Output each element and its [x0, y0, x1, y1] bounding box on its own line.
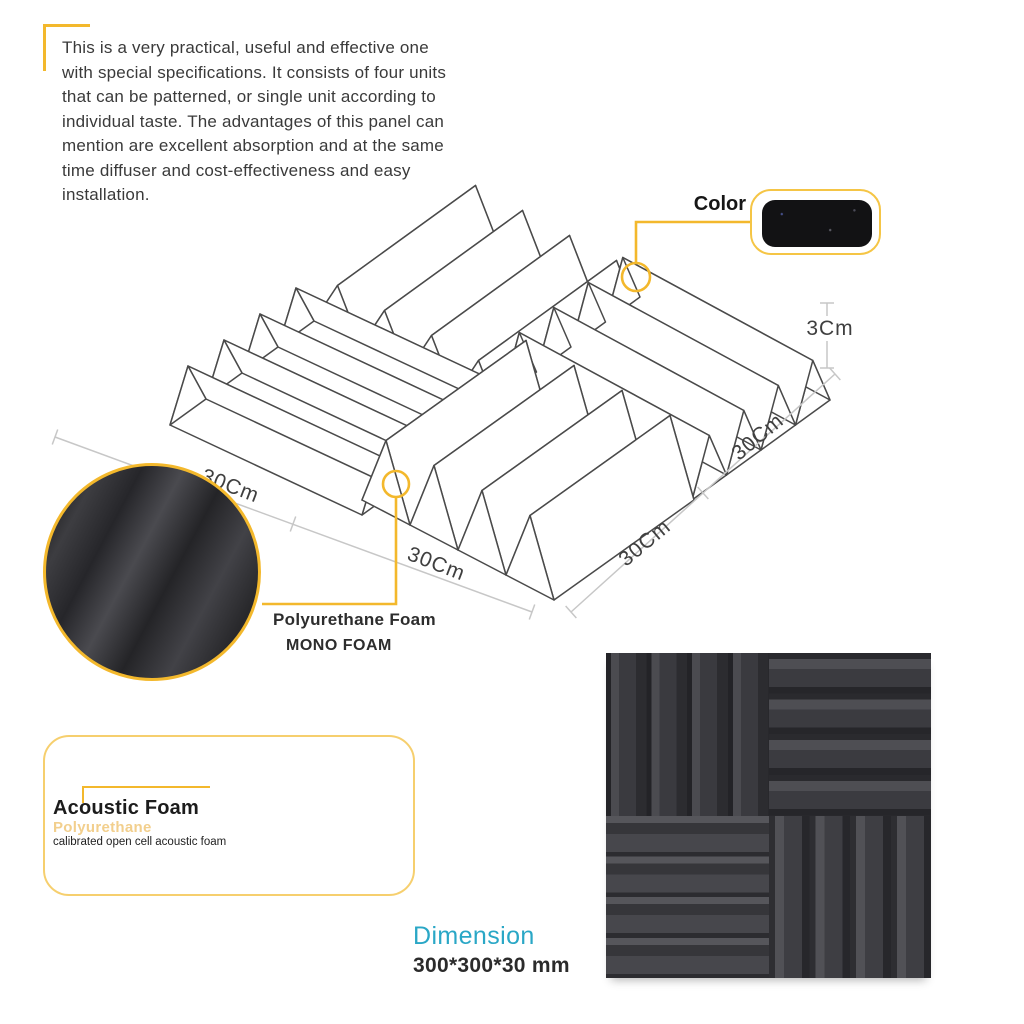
corner-bracket-icon	[43, 24, 90, 71]
acoustic-foam-box	[43, 735, 415, 896]
detail-connector-line	[262, 497, 398, 606]
annotations	[262, 220, 752, 606]
intro-paragraph: This is a very practical, useful and eff…	[62, 38, 447, 204]
photo-panel-top-left	[606, 653, 769, 816]
dim-label-height: 3Cm	[806, 317, 853, 340]
detail-callout: Polyurethane Foam MONO FOAM	[273, 610, 436, 655]
foam-closeup-photo	[43, 463, 261, 681]
photo-panel-top-right	[768, 653, 931, 816]
dimension-title: Dimension	[413, 922, 535, 950]
foam-box-caption: calibrated open cell acoustic foam	[53, 836, 227, 848]
dimension-value: 300*300*30 mm	[413, 954, 570, 977]
foam-box-subtitle: Polyurethane	[53, 819, 152, 836]
dimension-caption: Dimension 300*300*30 mm	[413, 922, 570, 978]
photo-panel-bottom-left	[606, 815, 769, 978]
material-sublabel: MONO FOAM	[286, 637, 392, 654]
foam-box-title: Acoustic Foam	[53, 797, 199, 819]
photo-panel-bottom-right	[768, 815, 931, 978]
color-connector-line	[634, 220, 752, 262]
material-label: Polyurethane Foam	[273, 610, 436, 629]
product-photo	[606, 653, 931, 978]
color-label: Color	[693, 193, 746, 215]
color-swatch	[762, 200, 872, 247]
wedge-panels	[169, 184, 831, 601]
box-bracket-icon	[82, 786, 210, 803]
color-highlight-circle	[620, 261, 652, 293]
